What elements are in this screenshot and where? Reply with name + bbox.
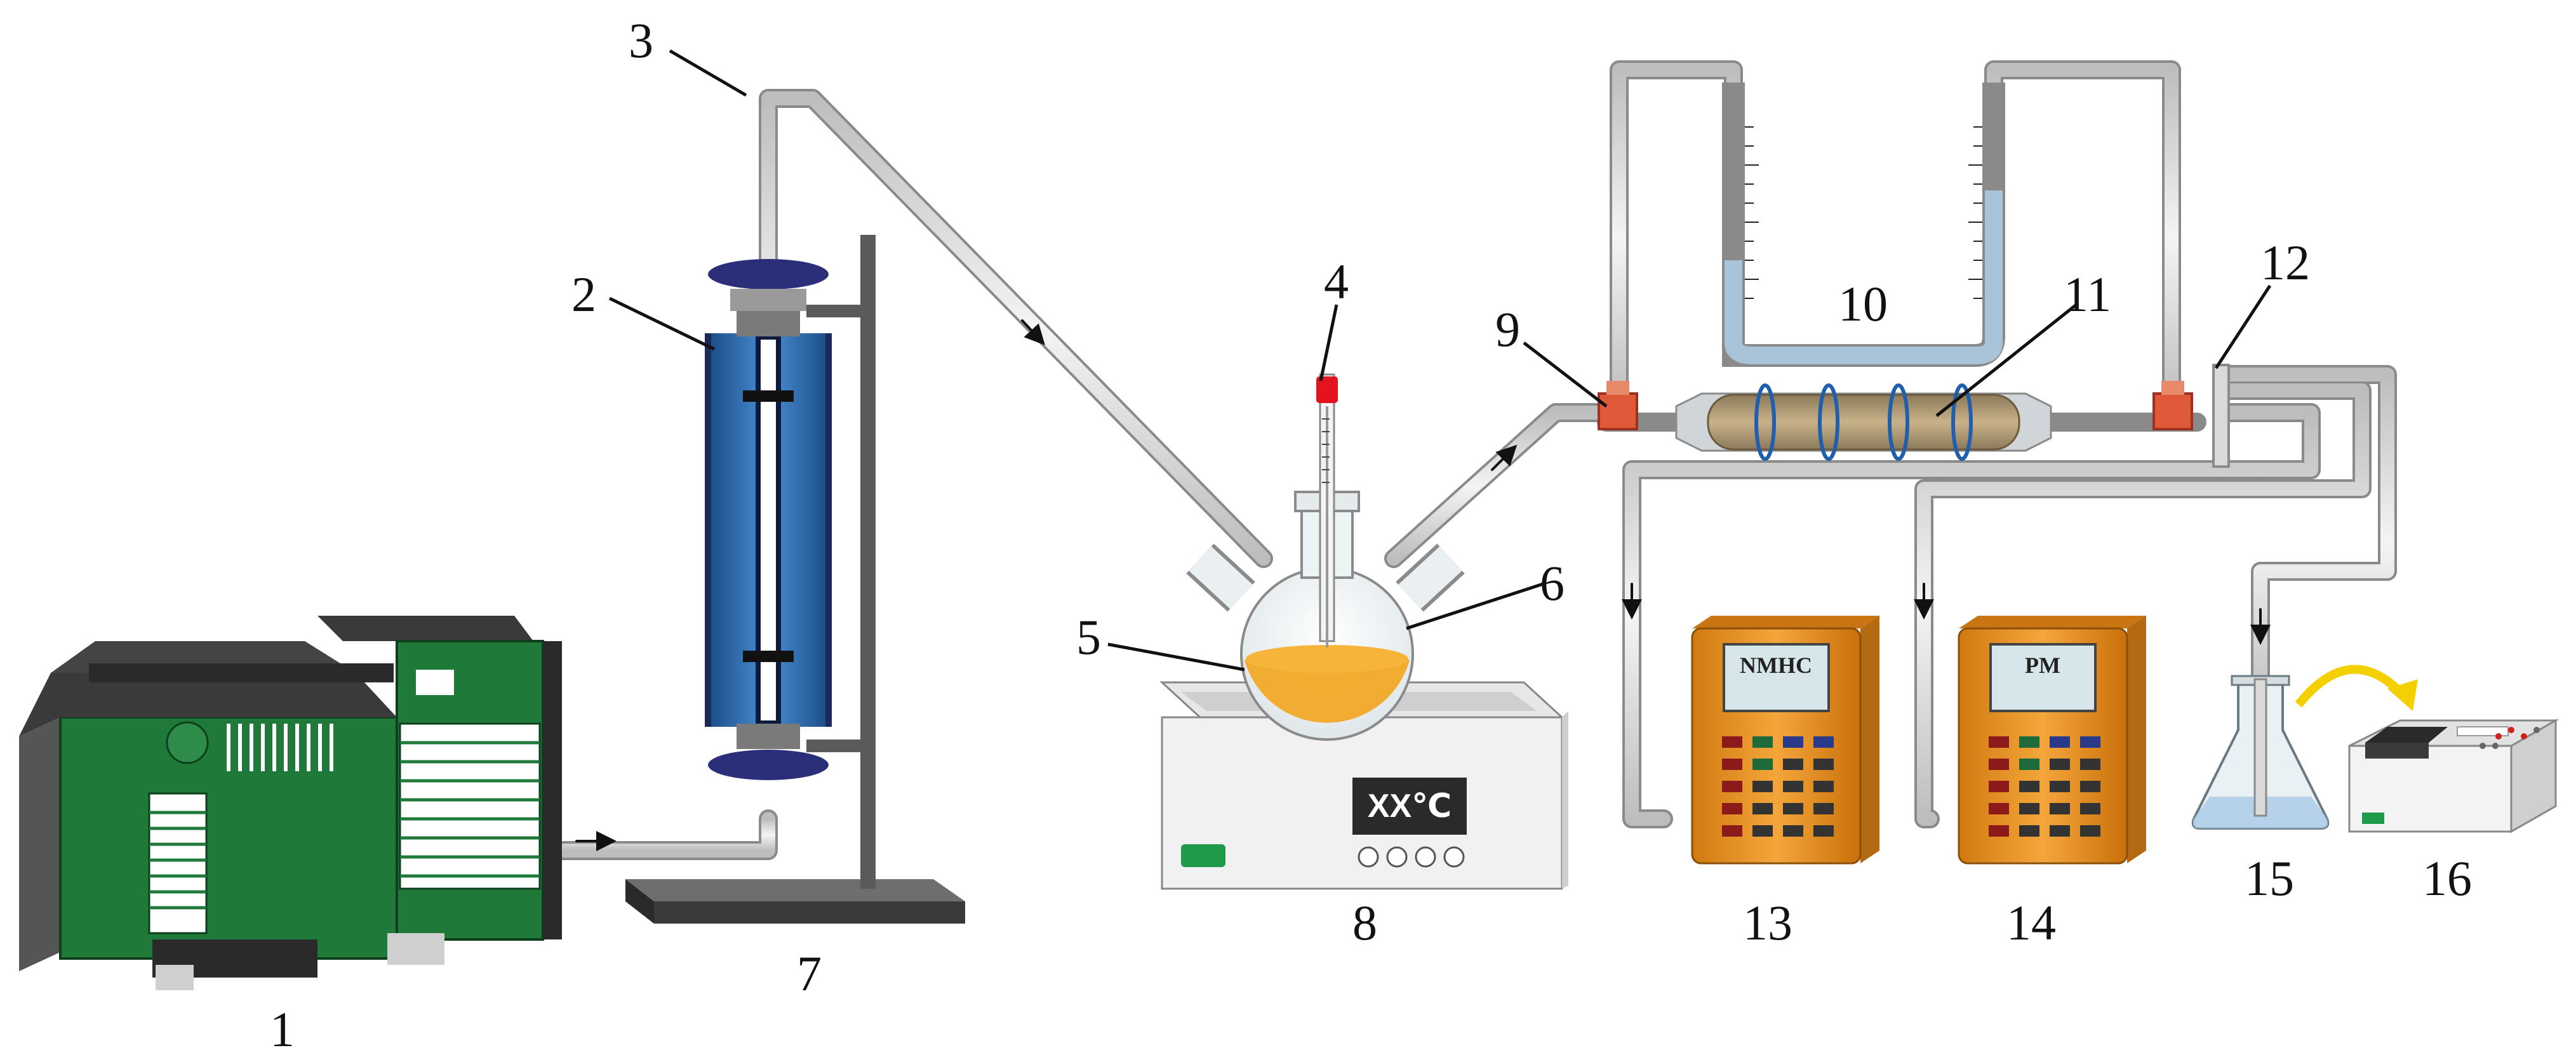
flow-arrow [1491, 444, 1518, 471]
absorption-flask [2191, 675, 2330, 830]
u-tube-manometer [1722, 83, 2005, 367]
nmhc-display-label: NMHC [1740, 653, 1812, 678]
label-1: 1 [270, 1002, 295, 1055]
label-16: 16 [2422, 851, 2472, 906]
component-labels: 1 2 3 4 5 6 7 8 9 10 11 12 13 14 15 16 [270, 13, 2472, 1055]
label-10: 10 [1838, 276, 1888, 331]
three-way-valve-right [2152, 381, 2193, 430]
label-4: 4 [1324, 254, 1349, 309]
label-2: 2 [571, 267, 596, 322]
label-8: 8 [1352, 895, 1377, 950]
label-3: 3 [629, 13, 653, 68]
label-14: 14 [2006, 895, 2056, 950]
heater-temperature-display: XX℃ [1368, 788, 1452, 825]
spectrophotometer [2348, 719, 2559, 833]
transfer-arrowhead [2387, 679, 2418, 711]
label-9: 9 [1495, 302, 1520, 357]
label-15: 15 [2245, 851, 2294, 906]
label-11: 11 [2064, 267, 2111, 322]
support-stand [625, 235, 965, 924]
sample-tube [1675, 383, 2052, 461]
three-neck-flask [1186, 491, 1465, 741]
gas-manifold [2212, 364, 2230, 468]
pm-analyzer [1958, 616, 2146, 865]
heating-mantle [1159, 681, 1568, 890]
label-7: 7 [797, 946, 822, 1001]
label-6: 6 [1540, 555, 1565, 611]
pm-display-label: PM [2025, 653, 2060, 678]
air-pump [19, 616, 562, 990]
flow-arrow [1021, 319, 1045, 345]
label-12: 12 [2260, 235, 2310, 290]
transfer-arrow [2295, 665, 2403, 708]
three-way-valve-left [1598, 381, 1638, 430]
leader-lines [608, 49, 2272, 672]
nmhc-analyzer [1691, 616, 1879, 865]
label-13: 13 [1743, 895, 1792, 950]
adsorption-column [705, 259, 832, 780]
label-5: 5 [1076, 609, 1101, 665]
thermometer [1316, 373, 1338, 647]
